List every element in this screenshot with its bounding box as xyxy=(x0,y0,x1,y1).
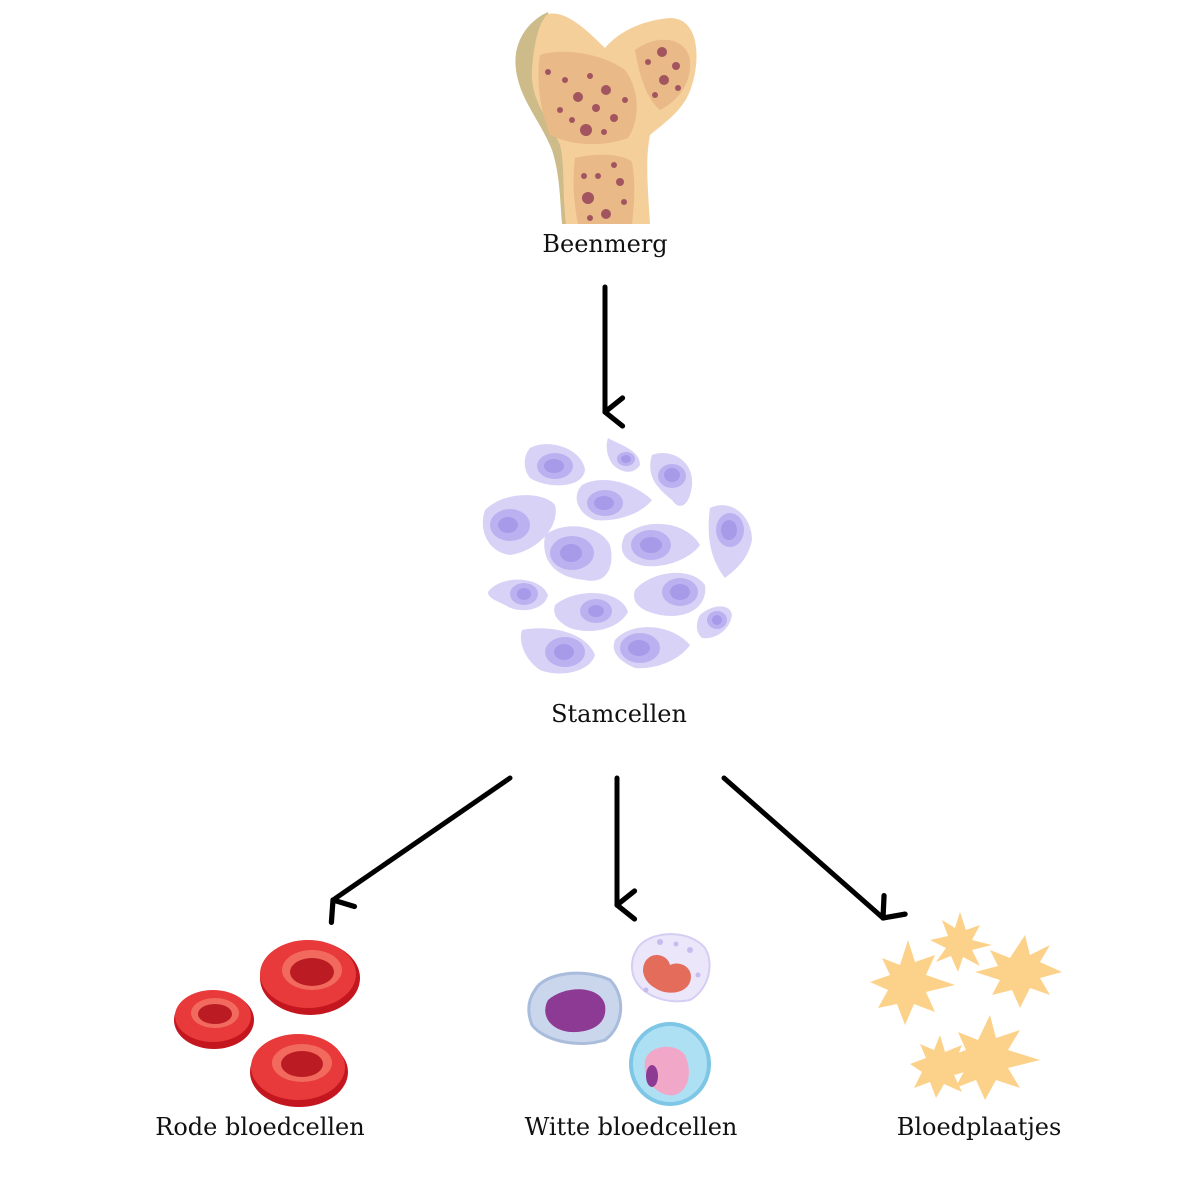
arrows xyxy=(328,284,908,925)
stem-cell xyxy=(544,526,612,581)
red-cell xyxy=(260,940,360,1015)
red-cell xyxy=(250,1034,348,1107)
stem-cell xyxy=(621,523,700,567)
stem-cell xyxy=(524,444,585,486)
label-red-blood-cells: Rode bloedcellen xyxy=(155,1113,365,1141)
stem-cell xyxy=(606,438,640,472)
stem-cell xyxy=(634,572,706,616)
red-cell xyxy=(174,990,254,1049)
white-blood-cells-illustration xyxy=(527,933,711,1106)
stem-cell xyxy=(482,495,556,555)
stem-cell xyxy=(554,593,628,632)
platelet xyxy=(870,940,955,1025)
stem-cell xyxy=(520,628,595,674)
stem-cells-illustration xyxy=(482,438,752,674)
stem-cell xyxy=(576,480,652,521)
label-platelets: Bloedplaatjes xyxy=(896,1113,1062,1141)
white-cell-monocyte xyxy=(527,971,623,1045)
stem-cell xyxy=(708,505,752,578)
white-cell-lymphocyte xyxy=(629,1022,711,1106)
stem-cell xyxy=(696,606,732,639)
stem-cell xyxy=(488,579,548,611)
platelets-illustration xyxy=(870,912,1062,1100)
platelet xyxy=(910,1035,972,1098)
platelet xyxy=(940,1015,1040,1100)
arrow-stem-to-red xyxy=(328,775,513,925)
label-bone-marrow: Beenmerg xyxy=(542,230,668,258)
label-stem-cells: Stamcellen xyxy=(551,700,687,728)
bone-marrow-illustration xyxy=(515,12,697,224)
white-cell-neutrophil xyxy=(630,933,711,1003)
platelet xyxy=(975,935,1062,1008)
red-blood-cells-illustration xyxy=(174,940,360,1107)
marrow-dots xyxy=(545,47,681,221)
platelet xyxy=(930,912,992,972)
stem-cell xyxy=(650,453,693,506)
arrow-stem-to-platelets xyxy=(721,775,908,921)
stem-cell xyxy=(613,627,690,669)
label-white-blood-cells: Witte bloedcellen xyxy=(524,1113,738,1141)
